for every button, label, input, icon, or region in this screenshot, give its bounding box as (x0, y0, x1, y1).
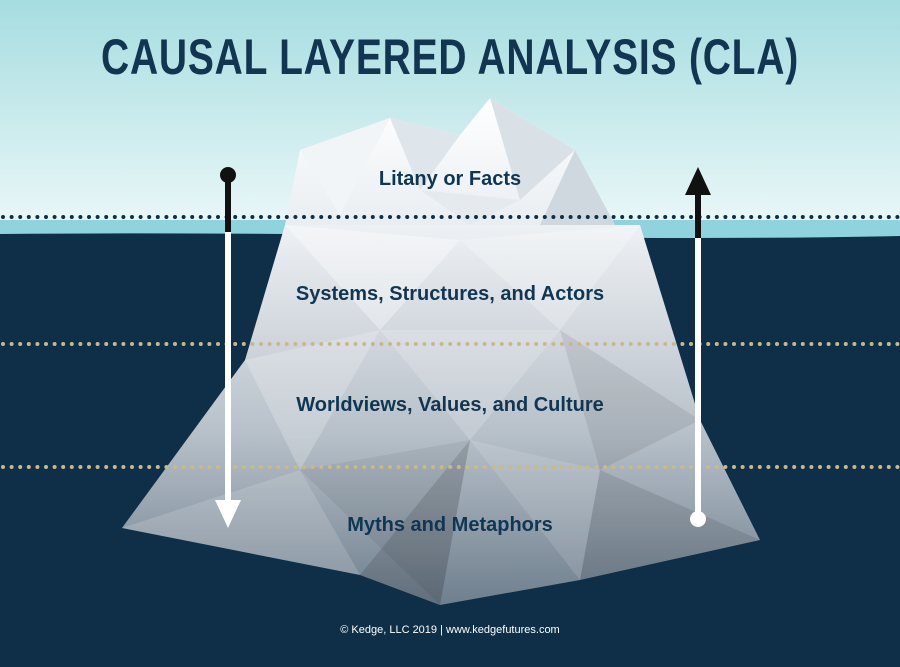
page-title: CAUSAL LAYERED ANALYSIS (CLA) (100, 29, 799, 85)
layer-label-myths: Myths and Metaphors (347, 514, 553, 536)
layer-label-systems: Systems, Structures, and Actors (295, 283, 605, 305)
iceberg-underwater (122, 225, 760, 605)
iceberg-tip (285, 98, 615, 225)
arrow-down-icon (215, 167, 241, 528)
copyright-footer: © Kedge, LLC 2019 | www.kedgefutures.com (340, 624, 560, 636)
layer-label-litany: Litany or Facts (378, 168, 522, 190)
arrow-up-icon (685, 167, 711, 527)
layer-label-worldviews: Worldviews, Values, and Culture (296, 394, 604, 416)
